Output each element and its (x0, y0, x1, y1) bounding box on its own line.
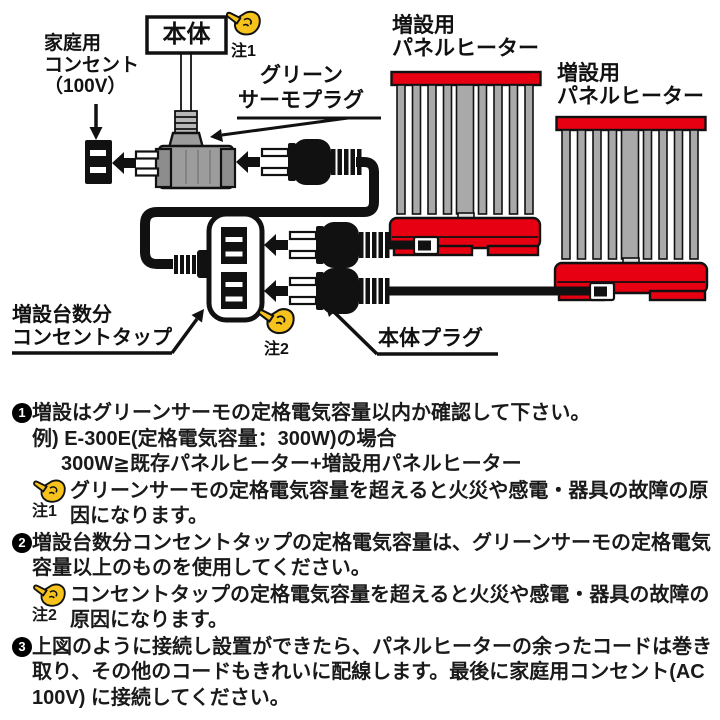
main-unit-label: 本体 (162, 20, 211, 48)
note1-line: 因になります。 (70, 505, 208, 527)
instructions-text: 1 増設はグリーンサーモの定格電気容量以内か確認して下さい。 例) E-300E… (0, 396, 720, 711)
diagram-artwork (12, 15, 709, 356)
note2-line: 原因になります。 (70, 609, 228, 631)
green-thermo-plug-label: グリーン サーモプラグ (238, 64, 364, 112)
instruction-item-2: 2 増設台数分コンセントタップの定格電気容量は、グリーンサーモの定格電気 容量以… (12, 531, 712, 582)
heater2-label: 増設用 パネルヒーター (557, 62, 704, 108)
note-2: 注2 コンセントタップの定格電気容量を超えると火災や感電・器具の故障の 原因にな… (32, 583, 712, 634)
tap-label-arrow (12, 309, 204, 355)
item3-line: 上図のように接続し設置ができたら、パネルヒーターの余ったコードは巻き (32, 635, 712, 658)
instruction-item-3: 3 上図のように接続し設置ができたら、パネルヒーターの余ったコードは巻き 取り、… (12, 635, 712, 712)
expansion-heater-1 (388, 70, 542, 257)
outlet-tap-label: 増設台数分 コンセントタップ (12, 304, 172, 349)
item3-number-badge: 3 (12, 636, 32, 657)
pointing-hand-icon (32, 478, 68, 505)
tap-cord-plug (260, 137, 363, 187)
main-unit-box (145, 15, 228, 112)
note2-line: コンセントタップの定格電気容量を超えると火災や感電・器具の故障の (70, 583, 710, 606)
expansion-heater-2 (553, 115, 709, 302)
main-unit-plug-and-cord (288, 266, 616, 316)
item2-number-badge: 2 (12, 532, 32, 553)
item3-line: 100V) に接続してください。 (32, 686, 290, 709)
arrow-heater1-plug (264, 234, 288, 256)
note1-tag: 注1 (231, 43, 256, 60)
arrow-into-thermo (236, 151, 260, 173)
household-outlet-label: 家庭用 コンセント （100V） (44, 33, 140, 97)
note2-text-tag: 注2 (32, 606, 57, 624)
heater1-plug-and-cord (288, 220, 440, 270)
pointing-hand-icon (32, 582, 68, 609)
instruction-item-1: 1 増設はグリーンサーモの定格電気容量以内か確認して下さい。 例) E-300E… (12, 401, 712, 478)
note1-line: グリーンサーモの定格電気容量を超えると火災や感電・器具の故障の原 (70, 479, 709, 502)
wall-outlet (85, 140, 112, 184)
pointing-hand-icon-note2 (258, 306, 296, 337)
item1-line: 増設はグリーンサーモの定格電気容量以内か確認して下さい。 (32, 402, 591, 424)
green-thermo-plug (134, 110, 237, 190)
thermo-label-arrow (210, 116, 381, 142)
note2-tag: 注2 (264, 341, 289, 358)
item1-formula-line: 300W≧既存パネルヒーター+増設用パネルヒーター (61, 453, 522, 475)
main-plug-label-arrow (325, 304, 498, 356)
item1-example-line: 例) E-300E(定格電気容量：300W)の場合 (32, 427, 397, 450)
note-1: 注1 グリーンサーモの定格電気容量を超えると火災や感電・器具の故障の原 因になり… (32, 479, 712, 530)
outlet-pointer-arrow (89, 104, 103, 140)
main-unit-plug-label: 本体プラグ (378, 327, 483, 350)
arrow-into-outlet (112, 152, 136, 174)
arrow-main-plug (264, 280, 288, 302)
item2-line: 容量以上のものを使用してください。 (32, 557, 371, 579)
note1-text-tag: 注1 (32, 502, 57, 520)
heater1-label: 増設用 パネルヒーター (392, 14, 539, 60)
pointing-hand-icon-note1 (226, 9, 262, 38)
item3-line: 取り、その他のコードもきれいに配線します。最後に家庭用コンセント(AC (32, 661, 705, 683)
power-strip (206, 211, 265, 323)
item2-line: 増設台数分コンセントタップの定格電気容量は、グリーンサーモの定格電気 (32, 531, 711, 554)
item1-number-badge: 1 (12, 403, 32, 423)
connection-diagram: 家庭用 コンセント （100V） 本体 注1 グリーン サーモプラグ 増設用 パ… (12, 0, 709, 358)
